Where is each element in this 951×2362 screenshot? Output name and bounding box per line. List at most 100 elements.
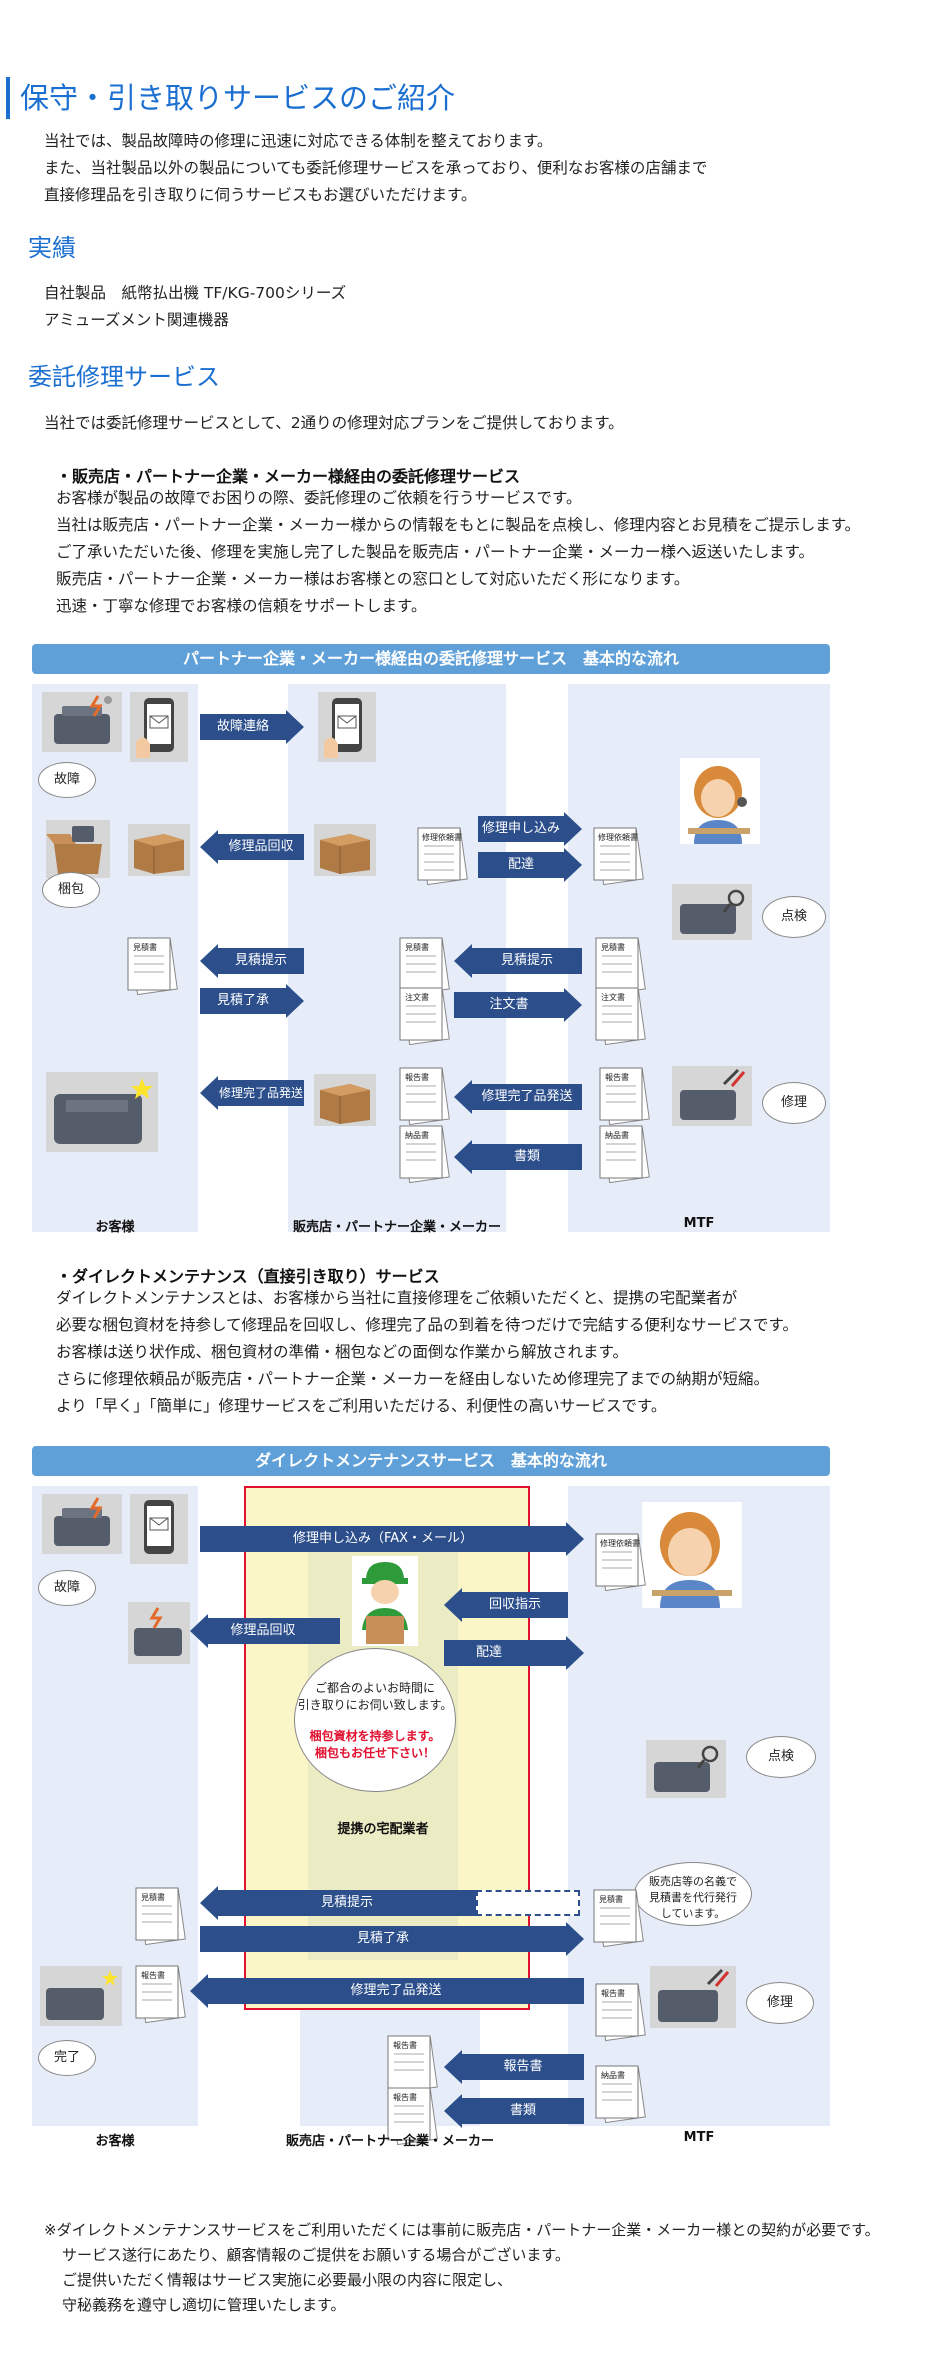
- repaired-machine-icon: [40, 1966, 122, 2026]
- arrow-label: 修理品回収: [228, 839, 294, 854]
- bubble-broken: 故障: [38, 1570, 96, 1606]
- courier-bubble-line: ご都合のよいお時間に: [314, 1681, 435, 1695]
- estimate-doc-icon: 見積書: [124, 934, 178, 996]
- flow2-header: ダイレクトメンテナンスサービス 基本的な流れ: [32, 1446, 830, 1476]
- arrow-repair-pickup: 修理品回収: [200, 830, 304, 864]
- phone-mail-icon: [130, 692, 188, 762]
- plan1-title: ・販売店・パートナー企業・メーカー様経由の委託修理サービス: [56, 467, 521, 486]
- intro-text: 当社では、製品故障時の修理に迅速に対応できる体制を整えております。 また、当社製…: [44, 128, 707, 209]
- intro-line: また、当社製品以外の製品についても委託修理サービスを承っており、便利なお客様の店…: [44, 159, 708, 177]
- inspect-machine-icon: [646, 1740, 726, 1798]
- doc-label: 修理依頼書: [598, 833, 638, 842]
- request-doc-icon: 修理依頼書: [590, 824, 644, 886]
- column-label-partner: 販売店・パートナー企業・メーカー: [292, 1220, 501, 1235]
- repair-machine-icon: [672, 1066, 752, 1126]
- arrow-order: 注文書: [454, 988, 582, 1022]
- intro-line: 当社では、製品故障時の修理に迅速に対応できる体制を整えております。: [44, 132, 553, 150]
- doc-label: 納品書: [601, 2071, 625, 2080]
- courier-label: 提携の宅配業者: [337, 1822, 429, 1837]
- note-line: サービス遂行にあたり、顧客情報のご提供をお願いする場合がございます。: [62, 2246, 570, 2264]
- arrow-label: 書類: [509, 2103, 536, 2118]
- courier-bubble-alert: 梱包もお任せ下さい！: [314, 1746, 435, 1760]
- delivery-doc-icon: 納品書: [396, 1122, 450, 1184]
- doc-label: 報告書: [141, 1971, 165, 1980]
- results-line: アミューズメント関連機器: [44, 311, 229, 329]
- report-doc-icon: 報告書: [384, 2032, 438, 2094]
- doc-label: 報告書: [605, 1073, 629, 1082]
- arrow-estimate: 見積提示: [200, 1886, 584, 1920]
- request-doc-icon: 修理依頼書: [592, 1530, 646, 1592]
- order-doc-icon: 注文書: [592, 984, 646, 1046]
- notes: ※ダイレクトメンテナンスサービスをご利用いただくには事前に販売店・パートナー企業…: [44, 2218, 880, 2318]
- repaired-machine-icon: [46, 1072, 158, 1152]
- arrow-label: 見積了承: [356, 1931, 409, 1946]
- results-line: 自社製品 紙幣払出機 TF/KG-700シリーズ: [44, 284, 347, 302]
- doc-label: 納品書: [405, 1131, 429, 1140]
- arrow-documents: 書類: [444, 2094, 584, 2128]
- doc-label: 修理依頼書: [422, 833, 462, 842]
- intro-line: 直接修理品を引き取りに伺うサービスもお選びいただけます。: [44, 186, 477, 204]
- plan2-line: 必要な梱包資材を持参して修理品を回収し、修理完了品の到着を待つだけで完結する便利…: [56, 1316, 798, 1334]
- box-icon: [128, 824, 190, 876]
- arrow-return-shipment: 修理完了品発送: [190, 1974, 584, 2008]
- doc-label: 見積書: [599, 1895, 623, 1904]
- proxy-bubble-line: 見積書を代行発行: [649, 1891, 737, 1904]
- service-lead: 当社では委託修理サービスとして、2通りの修理対応プランをご提供しております。: [44, 410, 624, 437]
- arrow-label: 故障連絡: [216, 719, 269, 734]
- arrow-label: 見積提示: [320, 1895, 373, 1910]
- arrow-failure-report: 故障連絡: [200, 710, 304, 744]
- arrow-label: 修理完了品発送: [481, 1089, 573, 1104]
- bubble-inspect: 点検: [762, 896, 826, 938]
- column-label-mtf: MTF: [683, 1216, 715, 1231]
- arrow-label: 配達: [475, 1645, 502, 1660]
- doc-label: 注文書: [405, 993, 429, 1002]
- doc-label: 見積書: [133, 943, 157, 952]
- estimate-doc-icon: 見積書: [132, 1884, 186, 1946]
- bubble-pack: 梱包: [42, 872, 100, 908]
- service-lead-text: 当社では委託修理サービスとして、2通りの修理対応プランをご提供しております。: [44, 414, 624, 432]
- arrow-estimate-approval: 見積了承: [200, 984, 304, 1018]
- doc-label: 報告書: [393, 2041, 417, 2050]
- arrow-label: 注文書: [489, 997, 529, 1012]
- arrow-return-customer: 修理完了品発送: [200, 1076, 304, 1110]
- arrow-label: 修理申し込み（FAX・メール）: [292, 1531, 474, 1546]
- report-doc-icon: 報告書: [592, 1980, 646, 2042]
- note-line: 守秘義務を遵守し適切に管理いたします。: [62, 2296, 346, 2314]
- plan1-line: ご了承いただいた後、修理を実施し完了した製品を販売店・パートナー企業・メーカー様…: [56, 543, 814, 561]
- note-line: ※ダイレクトメンテナンスサービスをご利用いただくには事前に販売店・パートナー企業…: [44, 2221, 880, 2239]
- courier-bubble: ご都合のよいお時間に 引き取りにお伺い致します。 梱包資材を持参します。 梱包も…: [294, 1648, 456, 1792]
- arrow-repair-request: 修理申し込み: [478, 812, 582, 846]
- plan2-line: より「早く」「簡単に」修理サービスをご利用いただける、利便性の高いサービスです。: [56, 1397, 667, 1415]
- request-doc-icon: 修理依頼書: [414, 824, 468, 886]
- arrow-repair-request: 修理申し込み（FAX・メール）: [200, 1522, 584, 1556]
- bubble-repair: 修理: [762, 1082, 826, 1124]
- plan2-line: さらに修理依頼品が販売店・パートナー企業・メーカーを経由しないため修理完了までの…: [56, 1370, 770, 1388]
- report-doc-icon: 報告書: [132, 1962, 186, 2024]
- arrow-label: 書類: [513, 1149, 540, 1164]
- column-label-customer: お客様: [95, 2134, 135, 2149]
- operator-icon: [642, 1502, 742, 1608]
- repair-machine-icon: [650, 1966, 736, 2028]
- box-icon: [314, 824, 376, 876]
- column-label-mtf: MTF: [683, 2130, 715, 2145]
- report-doc-icon: 報告書: [384, 2084, 438, 2146]
- plan1-text: お客様が製品の故障でお困りの際、委託修理のご依頼を行うサービスです。 当社は販売…: [56, 485, 860, 620]
- page-title: 保守・引き取りサービスのご紹介: [6, 77, 455, 120]
- courier-bubble-line: 引き取りにお伺い致します。: [297, 1698, 453, 1712]
- broken-machine-icon: [128, 1602, 190, 1664]
- arrow-pickup-instruction: 回収指示: [444, 1588, 568, 1622]
- inspect-machine-icon: [672, 884, 752, 940]
- delivery-doc-icon: 納品書: [592, 2062, 646, 2124]
- plan2-text: ダイレクトメンテナンスとは、お客様から当社に直接修理をご依頼いただくと、提携の宅…: [56, 1285, 798, 1420]
- plan1-line: 当社は販売店・パートナー企業・メーカー様からの情報をもとに製品を点検し、修理内容…: [56, 516, 861, 534]
- estimate-doc-icon: 見積書: [590, 1886, 644, 1948]
- flow1-header: パートナー企業・メーカー様経由の委託修理サービス 基本的な流れ: [32, 644, 830, 674]
- doc-label: 見積書: [601, 943, 625, 952]
- results-heading: 実績: [28, 234, 76, 262]
- arrow-report: 報告書: [444, 2050, 584, 2084]
- proxy-bubble: 販売店等の名義で 見積書を代行発行 しています。: [634, 1862, 752, 1926]
- box-icon: [314, 1074, 376, 1126]
- doc-label: 注文書: [601, 993, 625, 1002]
- packing-icon: [46, 820, 110, 878]
